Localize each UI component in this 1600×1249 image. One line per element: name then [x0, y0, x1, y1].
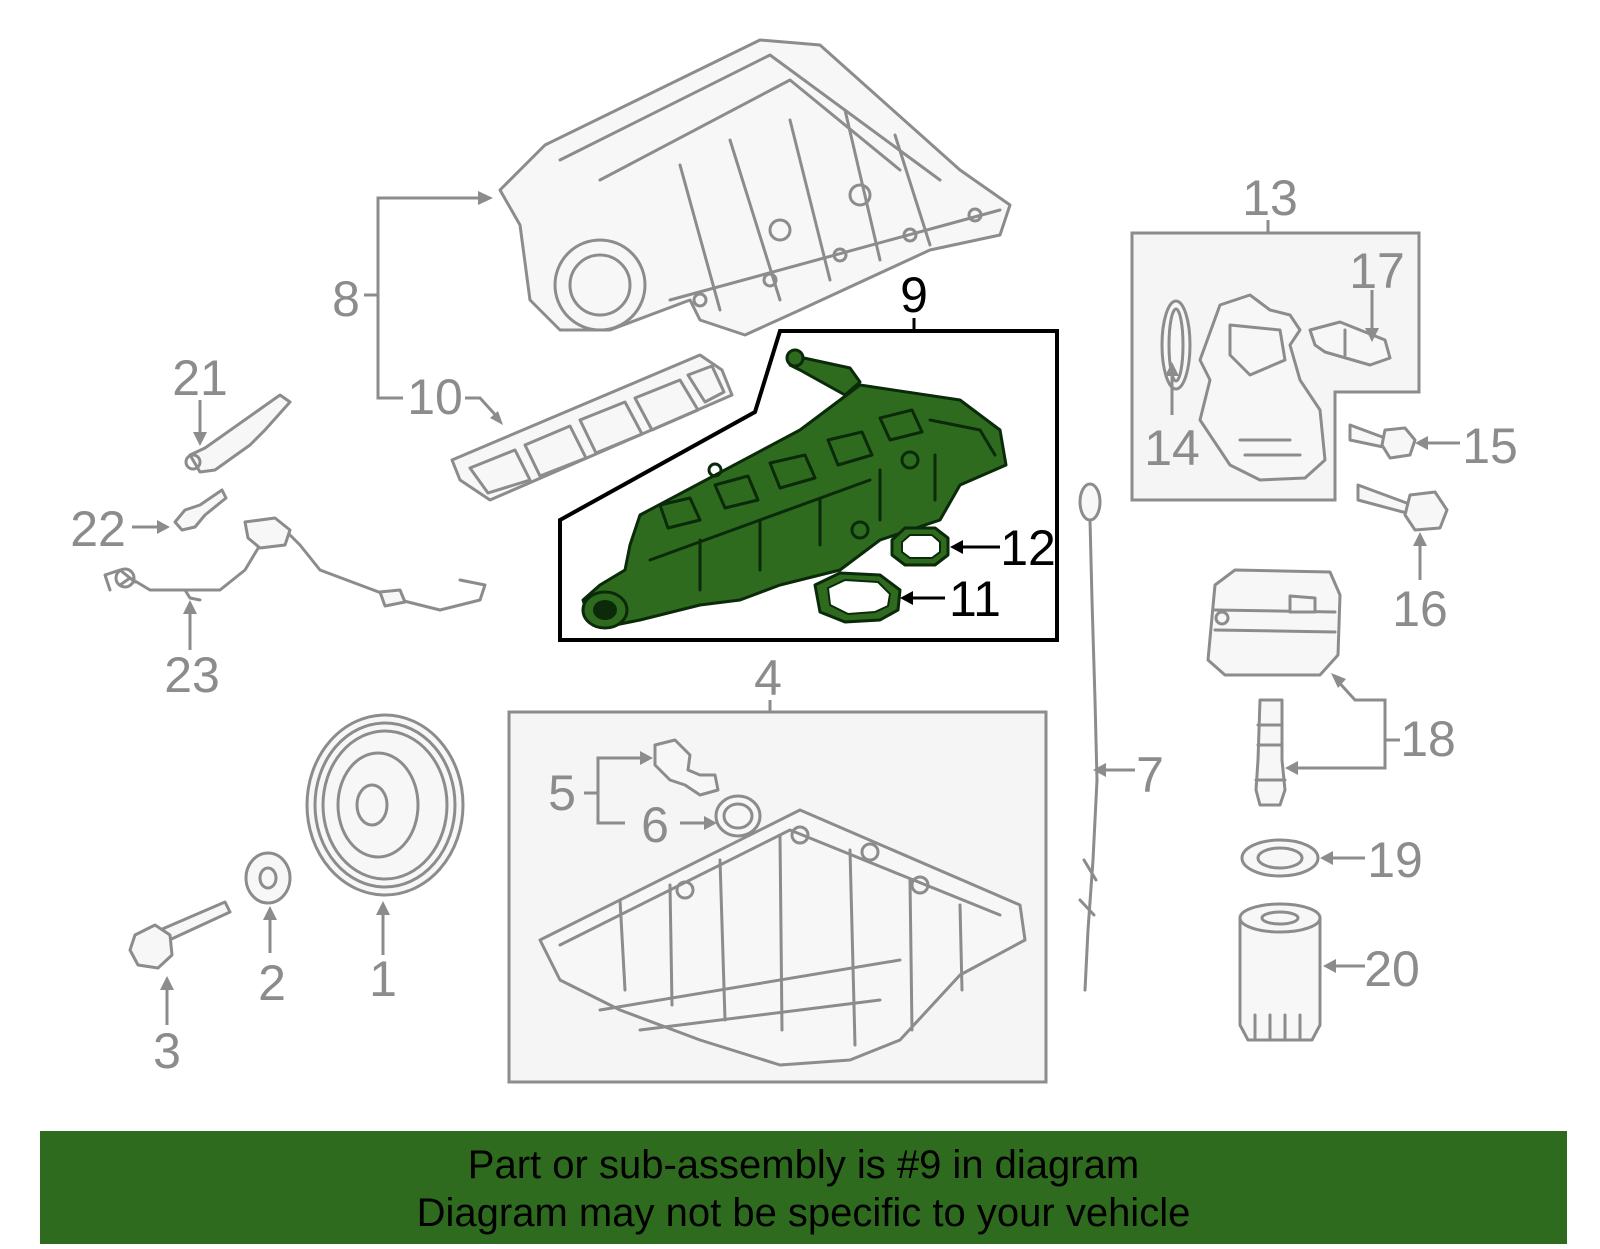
callout-16: 16: [1392, 581, 1448, 637]
callout-19: 19: [1367, 832, 1423, 888]
bolt-3-illustration: [128, 900, 232, 970]
footer-line-2: Diagram may not be specific to your vehi…: [416, 1191, 1191, 1235]
callout-4: 4: [754, 650, 782, 706]
box-13: [1130, 220, 1421, 502]
bolt-22-illustration: [173, 488, 228, 532]
callout-20: 20: [1364, 941, 1420, 997]
callout-21: 21: [172, 350, 228, 406]
callout-22: 22: [70, 501, 126, 557]
callout-23: 23: [164, 647, 220, 703]
oil-cooler-18-illustration: [1206, 568, 1342, 807]
pulley-1-illustration: [305, 713, 465, 897]
bolt-15-illustration: [1348, 423, 1417, 460]
seal-12-highlight: [890, 526, 950, 567]
intake-gasket-illustration: [450, 353, 734, 502]
callout-12: 12: [1000, 520, 1056, 576]
lower-intake-manifold-highlight: [581, 348, 1008, 630]
callout-9: 9: [900, 267, 928, 323]
oil-filter-20-illustration: [1238, 902, 1322, 1042]
callout-labels: 1 2 3 4 5 6 7 8 9 10 11 12 13 14 15 16 1…: [70, 170, 1518, 1079]
callout-5: 5: [548, 765, 576, 821]
callout-2: 2: [258, 955, 286, 1011]
callout-3: 3: [153, 1023, 181, 1079]
harness-23-illustration: [103, 516, 487, 612]
callout-14: 14: [1144, 420, 1200, 476]
footer-banner: Part or sub-assembly is #9 in diagram Di…: [40, 1131, 1567, 1244]
callout-13: 13: [1242, 170, 1298, 226]
callout-1: 1: [369, 951, 397, 1007]
callout-18: 18: [1400, 711, 1456, 767]
callout-17: 17: [1349, 243, 1405, 299]
callout-7: 7: [1136, 747, 1164, 803]
callout-6: 6: [641, 797, 669, 853]
callout-15: 15: [1462, 418, 1518, 474]
leader-lines: [132, 191, 1460, 1025]
intake-manifold-illustration: [498, 38, 1012, 337]
sensor-21-illustration: [184, 393, 292, 474]
callout-11: 11: [949, 571, 1001, 627]
box-4: [507, 700, 1048, 1084]
bolt-16-illustration: [1356, 483, 1449, 532]
callout-8: 8: [332, 271, 360, 327]
dipstick-7-illustration: [1078, 482, 1102, 992]
footer-line-1: Part or sub-assembly is #9 in diagram: [467, 1143, 1140, 1187]
gasket-11-highlight: [813, 571, 902, 624]
washer-2-illustration: [244, 851, 292, 905]
washer-19-illustration: [1240, 838, 1320, 878]
callout-10: 10: [407, 369, 463, 425]
